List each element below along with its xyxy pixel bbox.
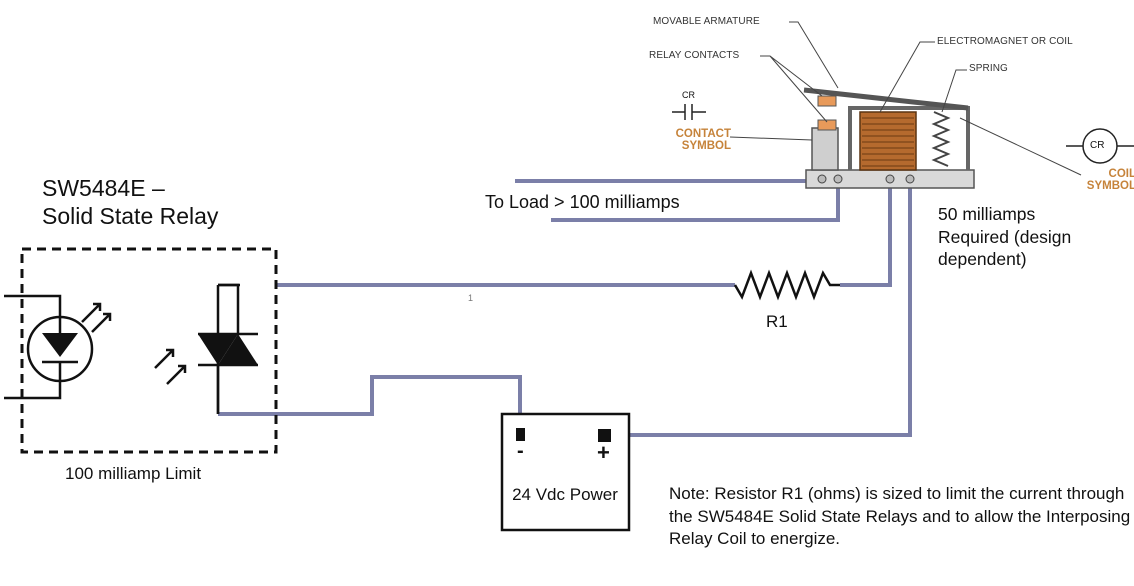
coil-symbol-label: COIL SYMBOL [1086, 168, 1134, 192]
ssr-limit-label: 100 milliamp Limit [65, 464, 202, 483]
psu-minus-label: - [517, 440, 524, 462]
relay-frame [848, 106, 970, 170]
movable-armature [803, 87, 969, 111]
psu-plus-terminal [598, 429, 611, 442]
triac-icon [154, 283, 258, 414]
coil-core [859, 111, 917, 171]
stray-mark: 1 [468, 293, 474, 303]
ssr-dashed-box [20, 247, 278, 454]
coil-symbol-cr: CR [1090, 140, 1105, 151]
wire-r1-to-coil [840, 182, 892, 287]
psu-plus-label: + [597, 440, 610, 465]
resistor-label: R1 [766, 312, 788, 331]
ssr-title: SW5484E – Solid State Relay [42, 174, 218, 230]
wire-ssr-to-psu-minus [218, 375, 522, 428]
callout-leaders [729, 21, 1082, 176]
contact-symbol-icon [672, 104, 706, 120]
coil-requirement-label: 50 milliamps Required (design dependent) [938, 204, 1072, 269]
callout-relay-contacts: RELAY CONTACTS [649, 50, 740, 61]
led-icon [4, 294, 112, 400]
callout-spring: SPRING [969, 63, 1008, 74]
power-supply [500, 412, 631, 532]
resistor-r1 [733, 269, 840, 301]
psu-label: 24 Vdc Power [512, 485, 618, 504]
spring-icon [931, 111, 951, 167]
callout-electromagnet: ELECTROMAGNET OR COIL [937, 36, 1073, 47]
ssr-title-line1: SW5484E – [42, 175, 165, 201]
relay-illustration [672, 21, 1134, 189]
load-label: To Load > 100 milliamps [485, 192, 680, 212]
design-note: Note: Resistor R1 (ohms) is sized to lim… [669, 484, 1131, 549]
contact-symbol-label: CONTACT SYMBOL [675, 128, 731, 152]
upper-contact [817, 95, 837, 107]
wire-psu-plus-to-coil [612, 184, 912, 437]
contact-post [811, 127, 839, 171]
coil-symbol-icon [1066, 128, 1134, 164]
wire-load-lower [551, 186, 840, 222]
solid-state-relay [4, 247, 278, 454]
wiring [218, 179, 912, 437]
ssr-title-line2: Solid State Relay [42, 203, 219, 229]
coil-winding [862, 117, 914, 167]
lower-contact [817, 119, 837, 131]
psu-minus-terminal [516, 428, 525, 441]
contact-symbol-cr: CR [682, 90, 695, 100]
callout-movable-armature: MOVABLE ARMATURE [653, 16, 760, 27]
